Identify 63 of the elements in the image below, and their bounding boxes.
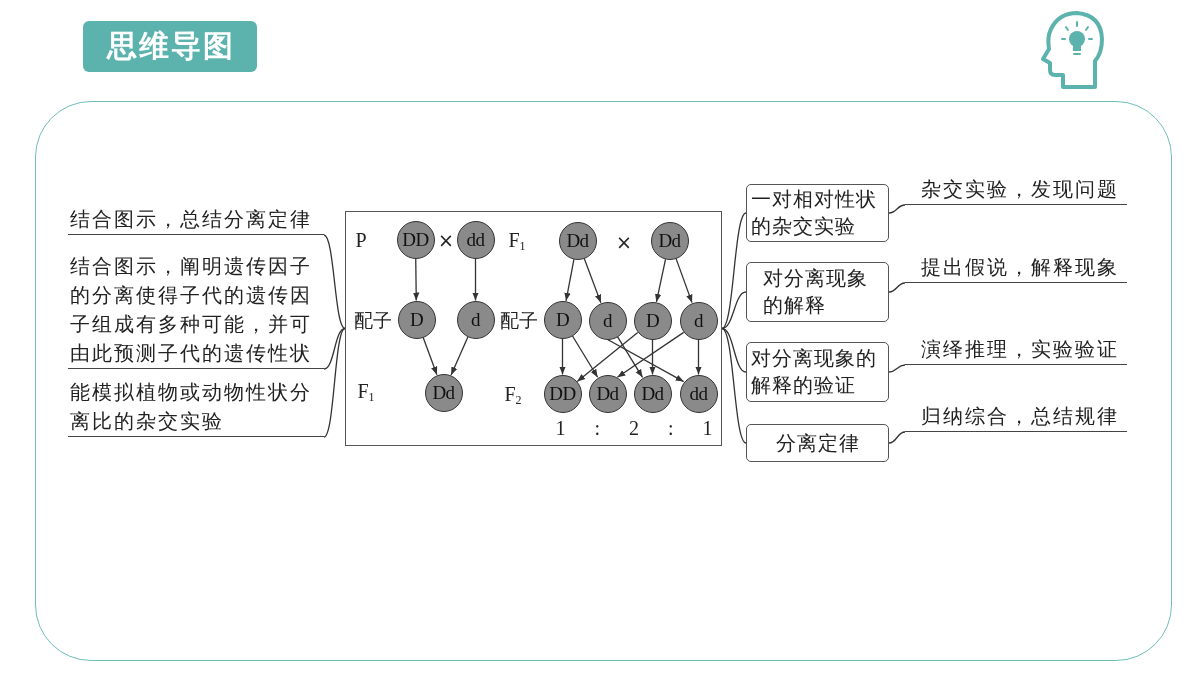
branch-line — [721, 327, 747, 444]
arrow — [571, 335, 599, 378]
genotype-circle: Dd — [424, 373, 463, 412]
arrow — [649, 338, 656, 376]
branch-line — [323, 234, 346, 330]
note-text: 杂交实验，发现问题 — [905, 175, 1127, 205]
branch-line — [888, 364, 906, 373]
cross-sign: × — [438, 229, 454, 251]
arrow — [472, 257, 479, 302]
genotype-circle: D — [543, 300, 582, 339]
cross-diagram-frame — [345, 211, 722, 446]
topic-box: 分离定律 — [746, 424, 889, 462]
note-text: 归纳综合，总结规律 — [905, 402, 1127, 432]
genotype-circle: d — [588, 301, 627, 340]
arrow — [583, 257, 602, 304]
arrow — [606, 338, 685, 383]
genotype-circle: D — [633, 301, 672, 340]
arrow — [450, 336, 469, 376]
gamete-label: 配子 — [500, 309, 538, 331]
cross-sign: × — [616, 231, 632, 253]
generation-label: F$_{1}$ — [508, 228, 526, 256]
note-text: 演绎推理，实验验证 — [905, 335, 1127, 365]
arrow — [695, 338, 702, 376]
genotype-circle: Dd — [588, 374, 627, 413]
arrow — [655, 258, 667, 303]
genotype-circle: Dd — [633, 374, 672, 413]
genotype-circle: DD — [396, 220, 435, 259]
note-text: 提出假说，解释现象 — [905, 253, 1127, 283]
ratio-label: 1 : 2 : 1 — [555, 417, 713, 439]
genotype-circle: d — [679, 301, 718, 340]
generation-label: F$_{1}$ — [357, 379, 375, 407]
arrow — [675, 257, 693, 304]
arrow — [616, 336, 644, 378]
branch-line — [323, 327, 346, 438]
arrow — [616, 331, 685, 378]
arrow — [412, 257, 420, 302]
arrow — [564, 258, 575, 302]
genotype-circle: dd — [679, 374, 718, 413]
topic-box: 对分离现象的解释 — [746, 262, 889, 322]
genotype-circle: dd — [456, 220, 495, 259]
branch-line — [323, 327, 346, 370]
genotype-circle: Dd — [650, 221, 689, 260]
arrow — [559, 337, 566, 376]
topic-box: 一对相对性状的杂交实验 — [746, 184, 889, 242]
genotype-circle: DD — [543, 374, 582, 413]
title-banner: 思维导图 — [83, 21, 257, 72]
arrow — [422, 336, 438, 376]
generation-label: F$_{2}$ — [504, 382, 522, 410]
branch-line — [721, 291, 747, 330]
note-text: 结合图示，总结分离定律 — [68, 205, 324, 235]
arrow — [576, 331, 639, 383]
genotype-circle: Dd — [558, 221, 597, 260]
branch-line — [888, 204, 906, 214]
genotype-circle: d — [456, 300, 495, 339]
note-text: 结合图示，阐明遗传因子的分离使得子代的遗传因子组成有多种可能，并可由此预测子代的遗传性状 — [68, 252, 324, 369]
topic-box: 对分离现象的解释的验证 — [746, 342, 889, 402]
branch-line — [888, 431, 906, 444]
generation-label: P — [355, 229, 367, 251]
genotype-circle: D — [397, 300, 436, 339]
note-text: 能模拟植物或动物性状分离比的杂交实验 — [68, 378, 324, 437]
gamete-label: 配子 — [354, 309, 392, 331]
branch-line — [721, 212, 747, 330]
branch-line — [888, 282, 906, 293]
